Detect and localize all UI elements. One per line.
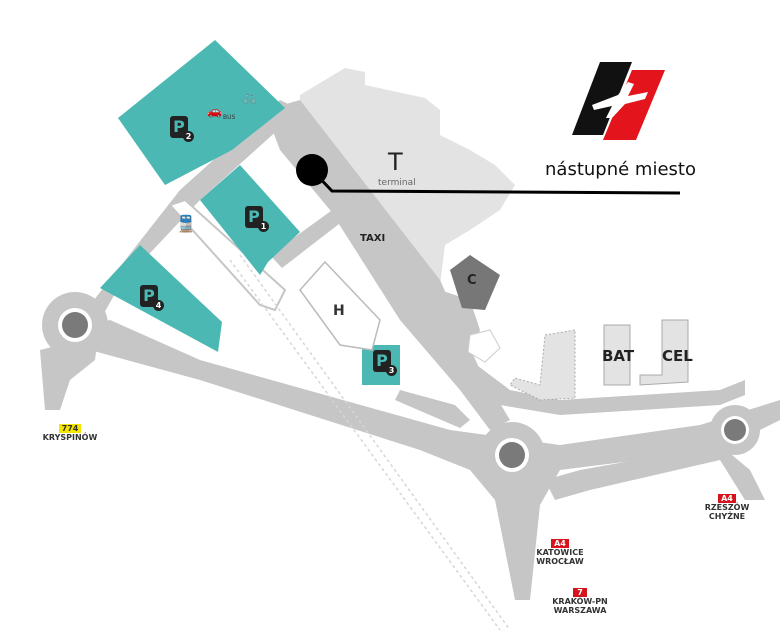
callout-line: [310, 168, 681, 195]
building-cel-label: CEL: [662, 347, 693, 365]
parking-p2-sign[interactable]: P 2: [170, 116, 194, 142]
road-number-badge: A4: [551, 539, 569, 548]
bicycle-icon: 🚲: [242, 90, 257, 104]
road-destination: CHYŻNE: [708, 512, 746, 521]
parking-letter: P: [248, 207, 260, 226]
parking-letter: P: [143, 286, 155, 305]
parking-number: 1: [258, 221, 269, 232]
roundabout-center: [479, 422, 545, 488]
building-c[interactable]: [450, 255, 500, 310]
road-sign-katowice: A4 KATOWICE WROCŁAW: [530, 539, 590, 566]
railway-platform: [168, 198, 287, 312]
road-destination: KATOWICE: [536, 548, 584, 557]
car-icon: 🚗: [207, 104, 222, 118]
parking-number: 2: [183, 131, 194, 142]
terminal-building[interactable]: [298, 68, 515, 290]
road-sign-kryspinow: 774 KRYSPINÓW: [40, 424, 100, 442]
road-number-badge: 7: [573, 588, 587, 597]
road-destination: WARSZAWA: [553, 606, 607, 615]
building-cel[interactable]: [639, 319, 689, 386]
hotel-building[interactable]: [299, 260, 381, 351]
taxi-label: TAXI: [360, 233, 386, 244]
terminal-letter: T: [388, 148, 403, 176]
building-bat[interactable]: [509, 329, 576, 401]
parking-p4-area[interactable]: [100, 245, 222, 352]
train-icon: 🚆: [176, 214, 196, 233]
parking-letter: P: [173, 117, 185, 136]
parking-number: 4: [153, 300, 164, 311]
terminal-label: terminal: [378, 178, 416, 188]
building-bat-label: BAT: [602, 347, 635, 365]
road-number-badge: 774: [58, 424, 82, 433]
road-number-badge: A4: [718, 494, 736, 503]
road-destination: KRYSPINÓW: [42, 433, 98, 442]
road-destination: KRAKÓW-PN: [552, 597, 608, 606]
bus-label: BUS: [223, 114, 236, 121]
road-sign-rzeszow: A4 RZESZÓW CHYŻNE: [697, 494, 757, 521]
parking-letter: P: [376, 351, 388, 370]
parking-p2-area[interactable]: [118, 40, 285, 185]
parking-p1-sign[interactable]: P 1: [245, 206, 269, 232]
callout-label: nástupné miesto: [545, 159, 696, 180]
roundabout-east: [710, 405, 760, 455]
parking-number: 3: [386, 365, 397, 376]
road-destination: RZESZÓW: [704, 503, 750, 512]
roundabout-west: [42, 292, 108, 358]
building-c-label: C: [467, 273, 477, 288]
road-sign-krakow: 7 KRAKÓW-PN WARSZAWA: [550, 588, 610, 615]
parking-p4-sign[interactable]: P 4: [140, 285, 164, 311]
airline-logo: [572, 62, 665, 140]
parking-p3-sign[interactable]: P 3: [373, 350, 397, 376]
hotel-label: H: [333, 303, 345, 319]
building-bat-tower: [603, 324, 631, 386]
road-destination: WROCŁAW: [536, 557, 584, 566]
